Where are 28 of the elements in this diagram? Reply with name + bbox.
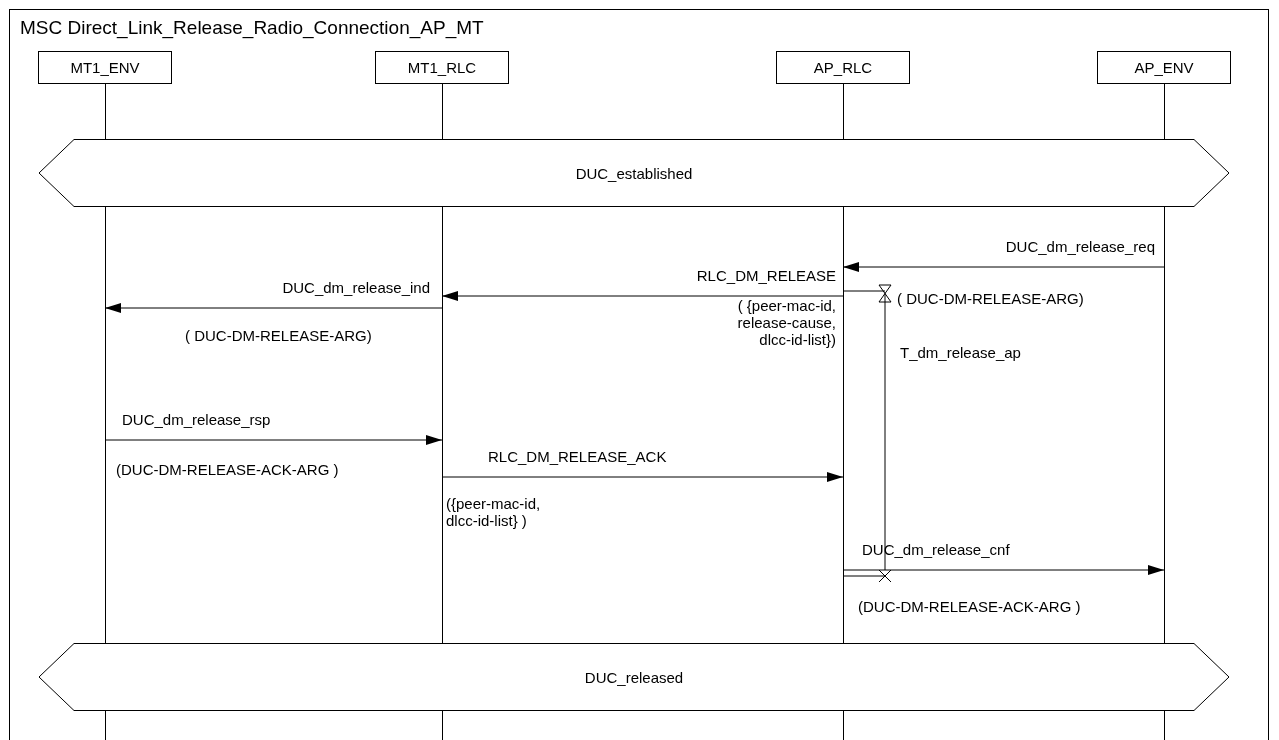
instance-head-box: MT1_ENV xyxy=(38,51,172,84)
parameter-label: ( {peer-mac-id, release-cause, dlcc-id-list}) xyxy=(736,297,836,348)
condition-hexagon xyxy=(38,139,1230,207)
message-arrow xyxy=(441,472,844,482)
instance-head-box: AP_ENV xyxy=(1097,51,1231,84)
message-label: DUC_dm_release_ind xyxy=(282,279,430,296)
parameter-label: ({peer-mac-id, dlcc-id-list} ) xyxy=(446,495,542,529)
parameter-label: (DUC-DM-RELEASE-ACK-ARG ) xyxy=(858,598,1082,615)
parameter-label: T_dm_release_ap xyxy=(900,344,1022,361)
instance-head-box: AP_RLC xyxy=(776,51,910,84)
message-arrow xyxy=(842,262,1165,272)
message-arrow xyxy=(842,565,1165,575)
message-label: DUC_dm_release_cnf xyxy=(862,541,1010,558)
message-label: DUC_dm_release_rsp xyxy=(122,411,271,428)
parameter-label: ( DUC-DM-RELEASE-ARG) xyxy=(897,290,1085,307)
message-label: RLC_DM_RELEASE xyxy=(696,267,836,284)
diagram-title: MSC Direct_Link_Release_Radio_Connection_AP_MT xyxy=(20,17,484,39)
message-arrow xyxy=(104,435,443,445)
message-arrow xyxy=(441,291,844,301)
parameter-label: (DUC-DM-RELEASE-ACK-ARG ) xyxy=(116,461,340,478)
message-label: RLC_DM_RELEASE_ACK xyxy=(488,448,667,465)
condition-label: DUC_established xyxy=(575,164,693,182)
message-label: DUC_dm_release_req xyxy=(1005,238,1155,255)
condition-label: DUC_released xyxy=(584,668,684,686)
parameter-label: ( DUC-DM-RELEASE-ARG) xyxy=(185,327,373,344)
instance-head-box: MT1_RLC xyxy=(375,51,509,84)
condition-hexagon xyxy=(38,643,1230,711)
message-arrow xyxy=(104,303,443,313)
